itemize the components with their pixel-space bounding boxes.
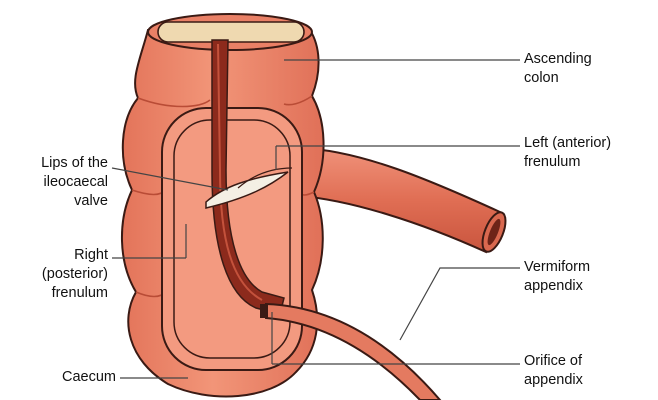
label-lips-valve: Lips of the ileocaecal valve <box>2 154 108 211</box>
label-ascending-colon: Ascending colon <box>524 50 592 88</box>
terminal-ileum <box>300 148 500 252</box>
colon-cut-surface <box>158 22 304 42</box>
label-right-frenulum: Right (posterior) frenulum <box>2 246 108 303</box>
label-caecum: Caecum <box>2 368 116 387</box>
appendix-orifice <box>260 304 268 318</box>
label-orifice-appendix: Orifice of appendix <box>524 352 583 390</box>
label-left-frenulum: Left (anterior) frenulum <box>524 134 611 172</box>
label-vermiform-appendix: Vermiform appendix <box>524 258 590 296</box>
